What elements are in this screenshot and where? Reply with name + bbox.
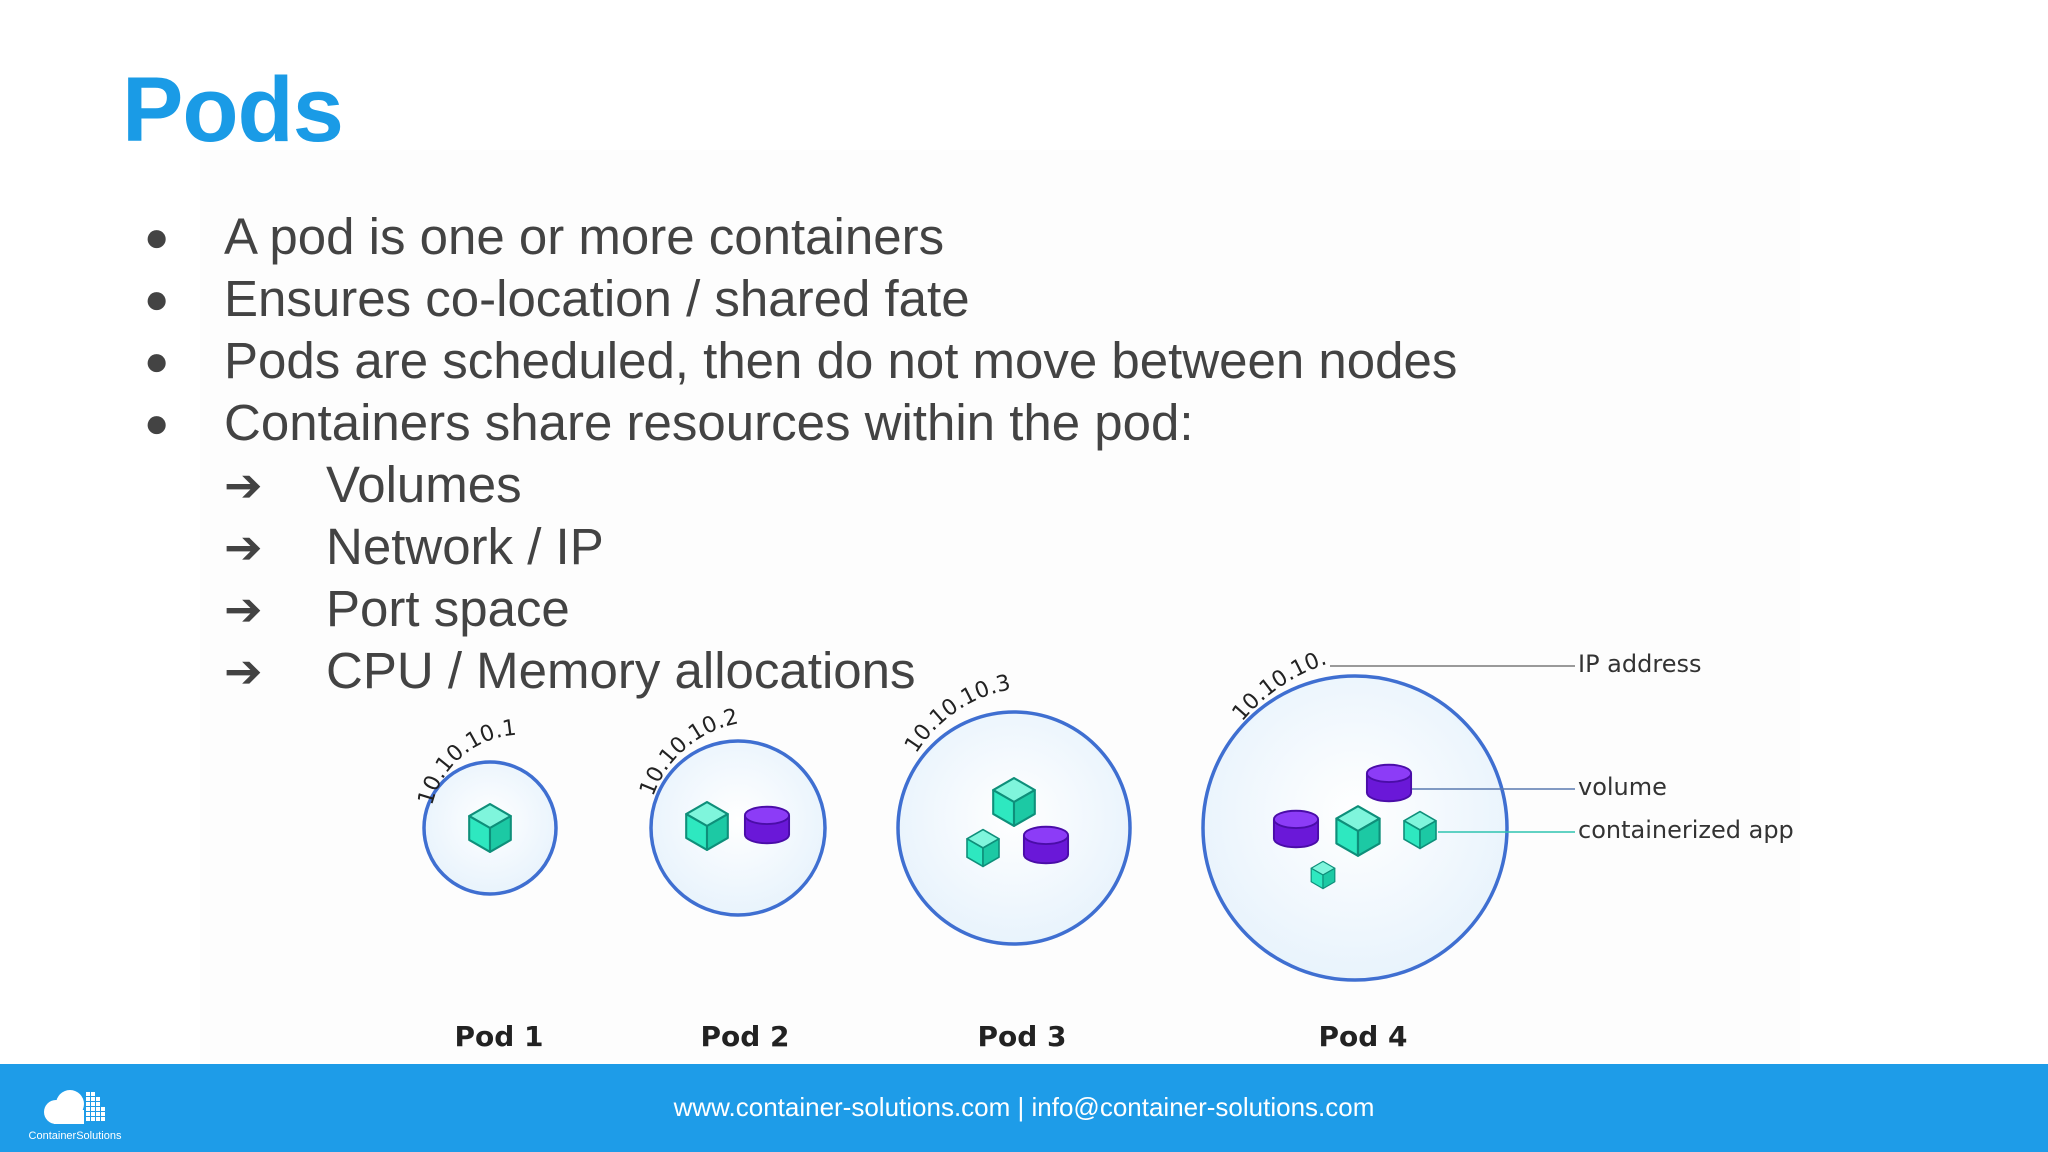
- arrow-right-icon: ➔: [224, 521, 263, 573]
- bullet-dot-icon: ●: [144, 337, 170, 384]
- pod-2-label: Pod 2: [700, 1020, 789, 1053]
- volume-icon: [743, 805, 791, 845]
- bullet-text: A pod is one or more containers: [224, 208, 945, 265]
- arrow-right-icon: ➔: [224, 459, 263, 511]
- pod-2-circle: [649, 739, 827, 917]
- bullet-dot-icon: ●: [144, 213, 170, 260]
- pod-4-ip: 10.10.10.4: [0, 0, 1330, 726]
- legend-ip-address: IP address: [1578, 650, 1701, 678]
- bullet-dot-icon: ●: [144, 399, 170, 446]
- bullet-text: Pods are scheduled, then do not move bet…: [224, 332, 1458, 389]
- containerized-app-icon: [685, 801, 729, 851]
- containerized-app-icon: [468, 803, 512, 853]
- logo-text: ContainerSolutions: [28, 1130, 122, 1142]
- sub-bullet-text: Port space: [326, 580, 570, 637]
- volume-icon: [1365, 763, 1413, 803]
- company-logo: ContainerSolutions: [20, 1082, 130, 1148]
- bullet-dot-icon: ●: [144, 275, 170, 322]
- legend-containerized-app: containerized app: [1578, 816, 1794, 844]
- bullet-text: Containers share resources within the po…: [224, 394, 1194, 451]
- containerized-app-icon: [1403, 810, 1437, 850]
- containerized-app-icon: [1310, 860, 1336, 890]
- legend-volume: volume: [1578, 773, 1667, 801]
- containerized-app-icon: [1335, 805, 1381, 857]
- containerized-app-icon: [992, 777, 1036, 827]
- slide-title: Pods: [122, 59, 344, 161]
- pod-3-label: Pod 3: [977, 1020, 1066, 1053]
- arrow-right-icon: ➔: [224, 583, 263, 635]
- volume-icon: [1272, 809, 1320, 849]
- volume-icon: [1022, 825, 1070, 865]
- pod-4-label: Pod 4: [1318, 1020, 1407, 1053]
- cloud-grid-logo-icon: [44, 1090, 105, 1124]
- sub-bullet-text: Volumes: [326, 456, 522, 513]
- footer-contact: www.container-solutions.com | info@conta…: [673, 1092, 1375, 1122]
- pods-diagram: 10.10.10.1 10.10.10.2 10.10.10.3 10.10.1…: [0, 0, 1794, 1053]
- sub-bullet-text: Network / IP: [326, 518, 604, 575]
- containerized-app-icon: [966, 828, 1000, 868]
- pod-3-circle: [896, 710, 1132, 946]
- footer-bar: ContainerSolutions www.container-solutio…: [0, 1064, 2048, 1152]
- arrow-right-icon: ➔: [224, 645, 263, 697]
- bullet-text: Ensures co-location / shared fate: [224, 270, 970, 327]
- sub-bullet-text: CPU / Memory allocations: [326, 642, 916, 699]
- pod-1-label: Pod 1: [454, 1020, 543, 1053]
